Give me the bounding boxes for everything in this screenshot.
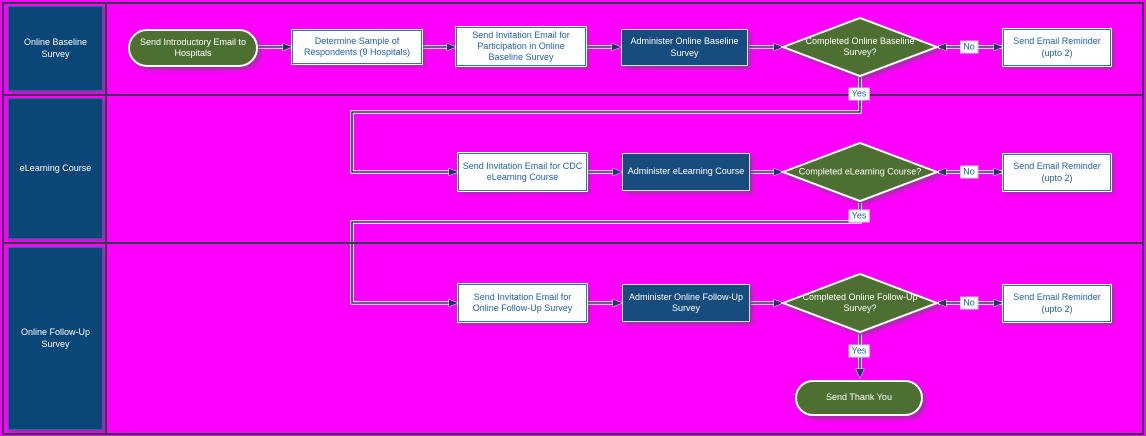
lane-label: Online Baseline Survey [23,36,88,59]
edge-label-yes-elearning: Yes [848,209,870,223]
lane-label: Online Follow-Up Survey [20,326,91,349]
node-email-reminder-baseline: Send Email Reminder (upto 2) [1002,28,1112,67]
frame-right [1142,2,1144,435]
node-email-reminder-followup: Send Email Reminder (upto 2) [1002,284,1112,323]
node-send-thank-you: Send Thank You [795,380,923,416]
lane-header-elearning-course: eLearning Course [8,98,103,239]
node-invite-elearning-course: Send Invitation Email for CDC eLearning … [457,152,588,192]
lane-header-divider [105,2,107,433]
node-send-introductory-email: Send Introductory Email to Hospitals [128,29,258,67]
node-email-reminder-elearning: Send Email Reminder (upto 2) [1002,153,1112,192]
edge-label-no-followup: No [960,296,978,310]
edge-label-yes-followup: Yes [848,344,870,358]
lane-divider-1 [2,94,1142,96]
node-administer-elearning-course: Administer eLearning Course [622,153,750,191]
decision-completed-baseline-survey: Completed Online Baseline Survey? [805,35,915,57]
node-administer-baseline-survey: Administer Online Baseline Survey [621,29,748,66]
edge-label-no-baseline: No [960,40,978,54]
node-determine-sample: Determine Sample of Respondents (9 Hospi… [291,29,423,65]
lane-label: eLearning Course [19,162,92,173]
decision-completed-followup-survey: Completed Online Follow-Up Survey? [802,291,918,313]
frame-bottom [2,433,1144,435]
edge-label-no-elearning: No [960,165,978,179]
node-invite-followup-survey: Send Invitation Email for Online Follow-… [457,283,588,323]
decision-completed-elearning-course: Completed eLearning Course? [798,166,922,177]
lane-divider-2 [2,242,1142,244]
node-invite-baseline-survey: Send Invitation Email for Participation … [455,26,587,67]
frame-top [2,2,1144,4]
lane-header-online-followup-survey: Online Follow-Up Survey [8,247,103,430]
frame-left [2,2,4,435]
lane-header-online-baseline-survey: Online Baseline Survey [8,6,103,91]
edge-yes-elearning-to-followup [350,203,862,305]
node-administer-followup-survey: Administer Online Follow-Up Survey [622,284,750,322]
edge-yes-baseline-to-elearning [350,77,862,174]
edge-label-yes-baseline: Yes [848,87,870,101]
